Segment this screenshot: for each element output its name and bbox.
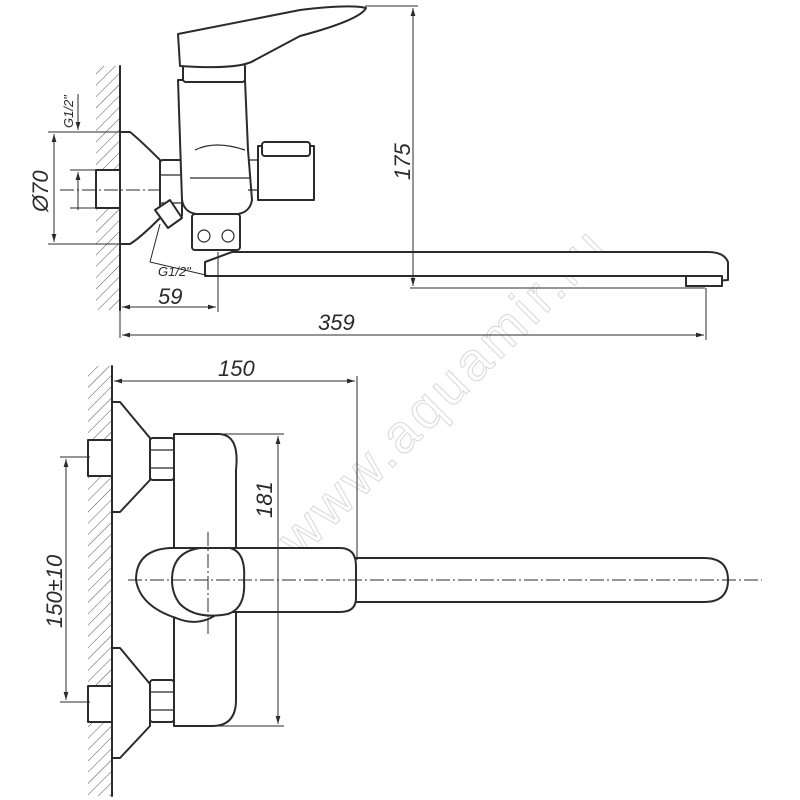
side-view: 175 59 359 G1/2" Ø70 G1/2" [28,5,729,340]
dim-label-181: 181 [252,481,277,518]
valve-body [177,79,253,215]
upper-flange [111,401,151,513]
dim-label-59: 59 [158,284,182,309]
dim-label-spacing: 150±10 [42,554,67,628]
spout-side [204,251,729,283]
dim-label-175: 175 [390,143,415,180]
lever-handle[interactable] [177,5,367,69]
upper-wall-pipe [87,439,115,477]
aerator [685,275,723,287]
spout-top [349,557,729,603]
wall-hatch-top [88,366,112,796]
spout-connector [191,213,241,251]
lower-nut [149,679,175,723]
thread-label-bottom: G1/2" [158,264,192,279]
dim-label-diameter: Ø70 [28,170,53,213]
shower-outlet [154,199,183,229]
diverter-knob[interactable] [261,141,311,157]
top-view: 150 181 150±10 [42,356,762,797]
wall-pipe-stub [95,169,123,209]
wall-flange [119,131,161,245]
lower-wall-pipe [87,685,115,723]
lower-flange [111,647,151,759]
dim-label-150: 150 [218,356,255,381]
thread-label-top: G1/2" [61,94,76,128]
dim-label-359: 359 [318,310,355,335]
lever-handle-top[interactable] [135,547,357,623]
upper-nut [149,437,175,481]
